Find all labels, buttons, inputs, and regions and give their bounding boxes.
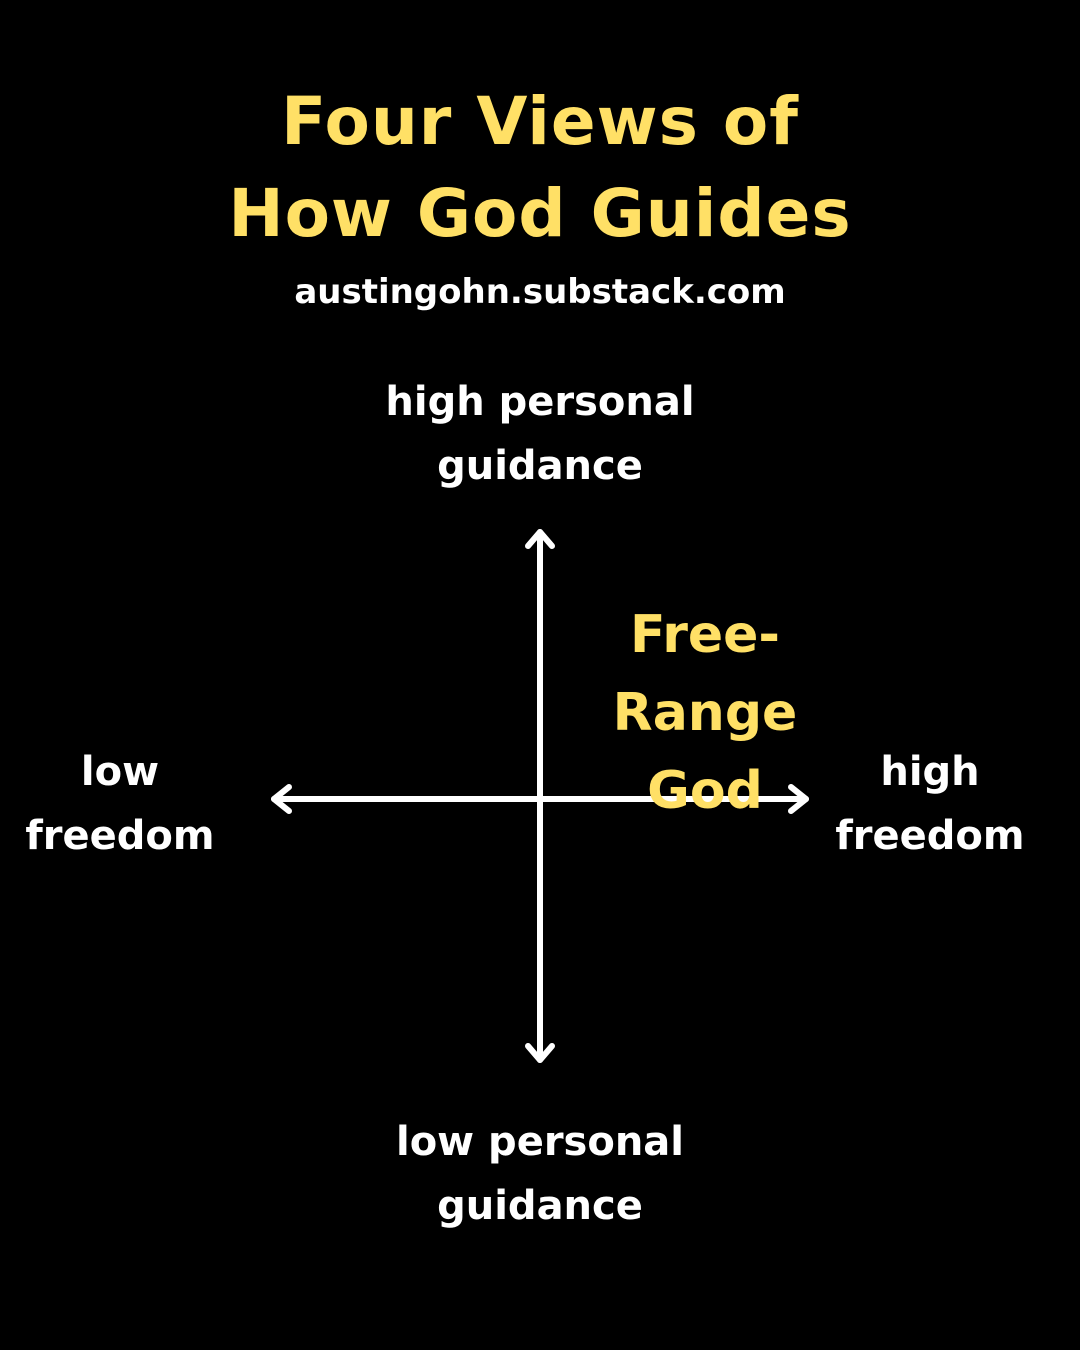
axis-label-left: low freedom: [0, 740, 240, 868]
arrow-down-icon: [525, 1043, 555, 1063]
axis-label-right-line2: freedom: [835, 813, 1025, 859]
arrow-right-icon: [788, 784, 809, 814]
arrow-left-icon: [271, 784, 292, 814]
subtitle-url: austingohn.substack.com: [294, 272, 786, 312]
axis-label-top: high personal guidance: [340, 370, 740, 498]
quadrant-label-line1: Free-Range: [612, 605, 798, 743]
axis-label-bottom-line1: low personal: [395, 1119, 685, 1165]
axis-label-left-line1: low: [80, 749, 160, 795]
arrow-up-icon: [525, 529, 555, 549]
title-line-1: Four Views of: [281, 83, 799, 160]
axis-label-top-line1: high personal: [385, 379, 695, 425]
axis-label-bottom-line2: guidance: [437, 1183, 643, 1229]
axis-label-top-line2: guidance: [437, 443, 643, 489]
axis-label-right-line1: high: [880, 749, 980, 795]
title-line-2: How God Guides: [228, 175, 852, 252]
quadrant-label-free-range-god: Free-Range God: [545, 596, 865, 830]
axis-label-bottom: low personal guidance: [340, 1110, 740, 1238]
axis-label-right: high freedom: [820, 740, 1040, 868]
quadrant-label-line2: God: [647, 761, 763, 821]
axis-label-left-line2: freedom: [25, 813, 215, 859]
